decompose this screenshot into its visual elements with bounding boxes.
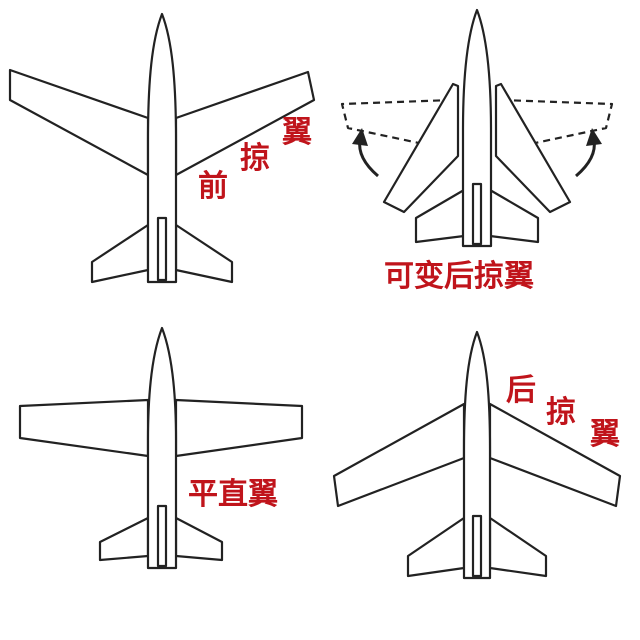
label-char-1: 后 xyxy=(506,373,536,408)
swept-back-wing-panel: 后 掠 翼 xyxy=(320,320,640,640)
label-char-3: 翼 xyxy=(590,417,620,452)
vertical-fin xyxy=(471,514,483,578)
right-tailplane xyxy=(488,516,548,578)
fuselage xyxy=(461,8,493,248)
right-sweep-arrow xyxy=(575,139,596,178)
left-tailplane xyxy=(414,188,466,244)
vertical-fin xyxy=(156,504,168,568)
label-char-1: 前 xyxy=(198,169,228,204)
straight-wing-label: 平直翼 xyxy=(188,477,278,512)
right-tailplane xyxy=(488,188,540,244)
variable-sweep-label: 可变后掠翼 xyxy=(384,259,534,294)
right-tailplane xyxy=(174,516,224,562)
variable-sweep-wing-panel: 可变后掠翼 xyxy=(320,0,640,320)
left-wing xyxy=(18,398,150,458)
left-tailplane xyxy=(90,223,150,284)
vertical-fin xyxy=(471,182,483,246)
straight-wing-airplane xyxy=(18,326,304,570)
extended-right-wing-outline xyxy=(501,98,614,152)
fuselage xyxy=(146,12,178,284)
right-swept-wing xyxy=(494,82,572,214)
variable-sweep-airplane xyxy=(340,8,614,248)
left-tailplane xyxy=(406,516,466,578)
left-wing xyxy=(332,402,466,508)
left-wing xyxy=(8,68,150,177)
forward-swept-wing-panel: 前 掠 翼 xyxy=(0,0,320,320)
left-sweep-arrow xyxy=(358,139,379,178)
label-char-2: 掠 xyxy=(240,141,270,176)
left-arrowhead-icon xyxy=(352,128,368,146)
fuselage xyxy=(146,326,178,570)
label-char-2: 掠 xyxy=(546,395,576,430)
left-tailplane xyxy=(98,516,150,562)
extended-left-wing-outline xyxy=(340,98,453,152)
forward-swept-airplane xyxy=(8,12,316,284)
straight-wing-panel: 平直翼 xyxy=(0,320,320,640)
right-wing xyxy=(174,398,304,458)
left-swept-wing xyxy=(382,82,460,214)
fuselage xyxy=(462,330,492,580)
right-arrowhead-icon xyxy=(586,128,602,146)
swept-back-airplane xyxy=(332,330,622,580)
vertical-fin xyxy=(156,216,168,282)
right-tailplane xyxy=(174,223,234,284)
label-char-3: 翼 xyxy=(282,115,312,150)
